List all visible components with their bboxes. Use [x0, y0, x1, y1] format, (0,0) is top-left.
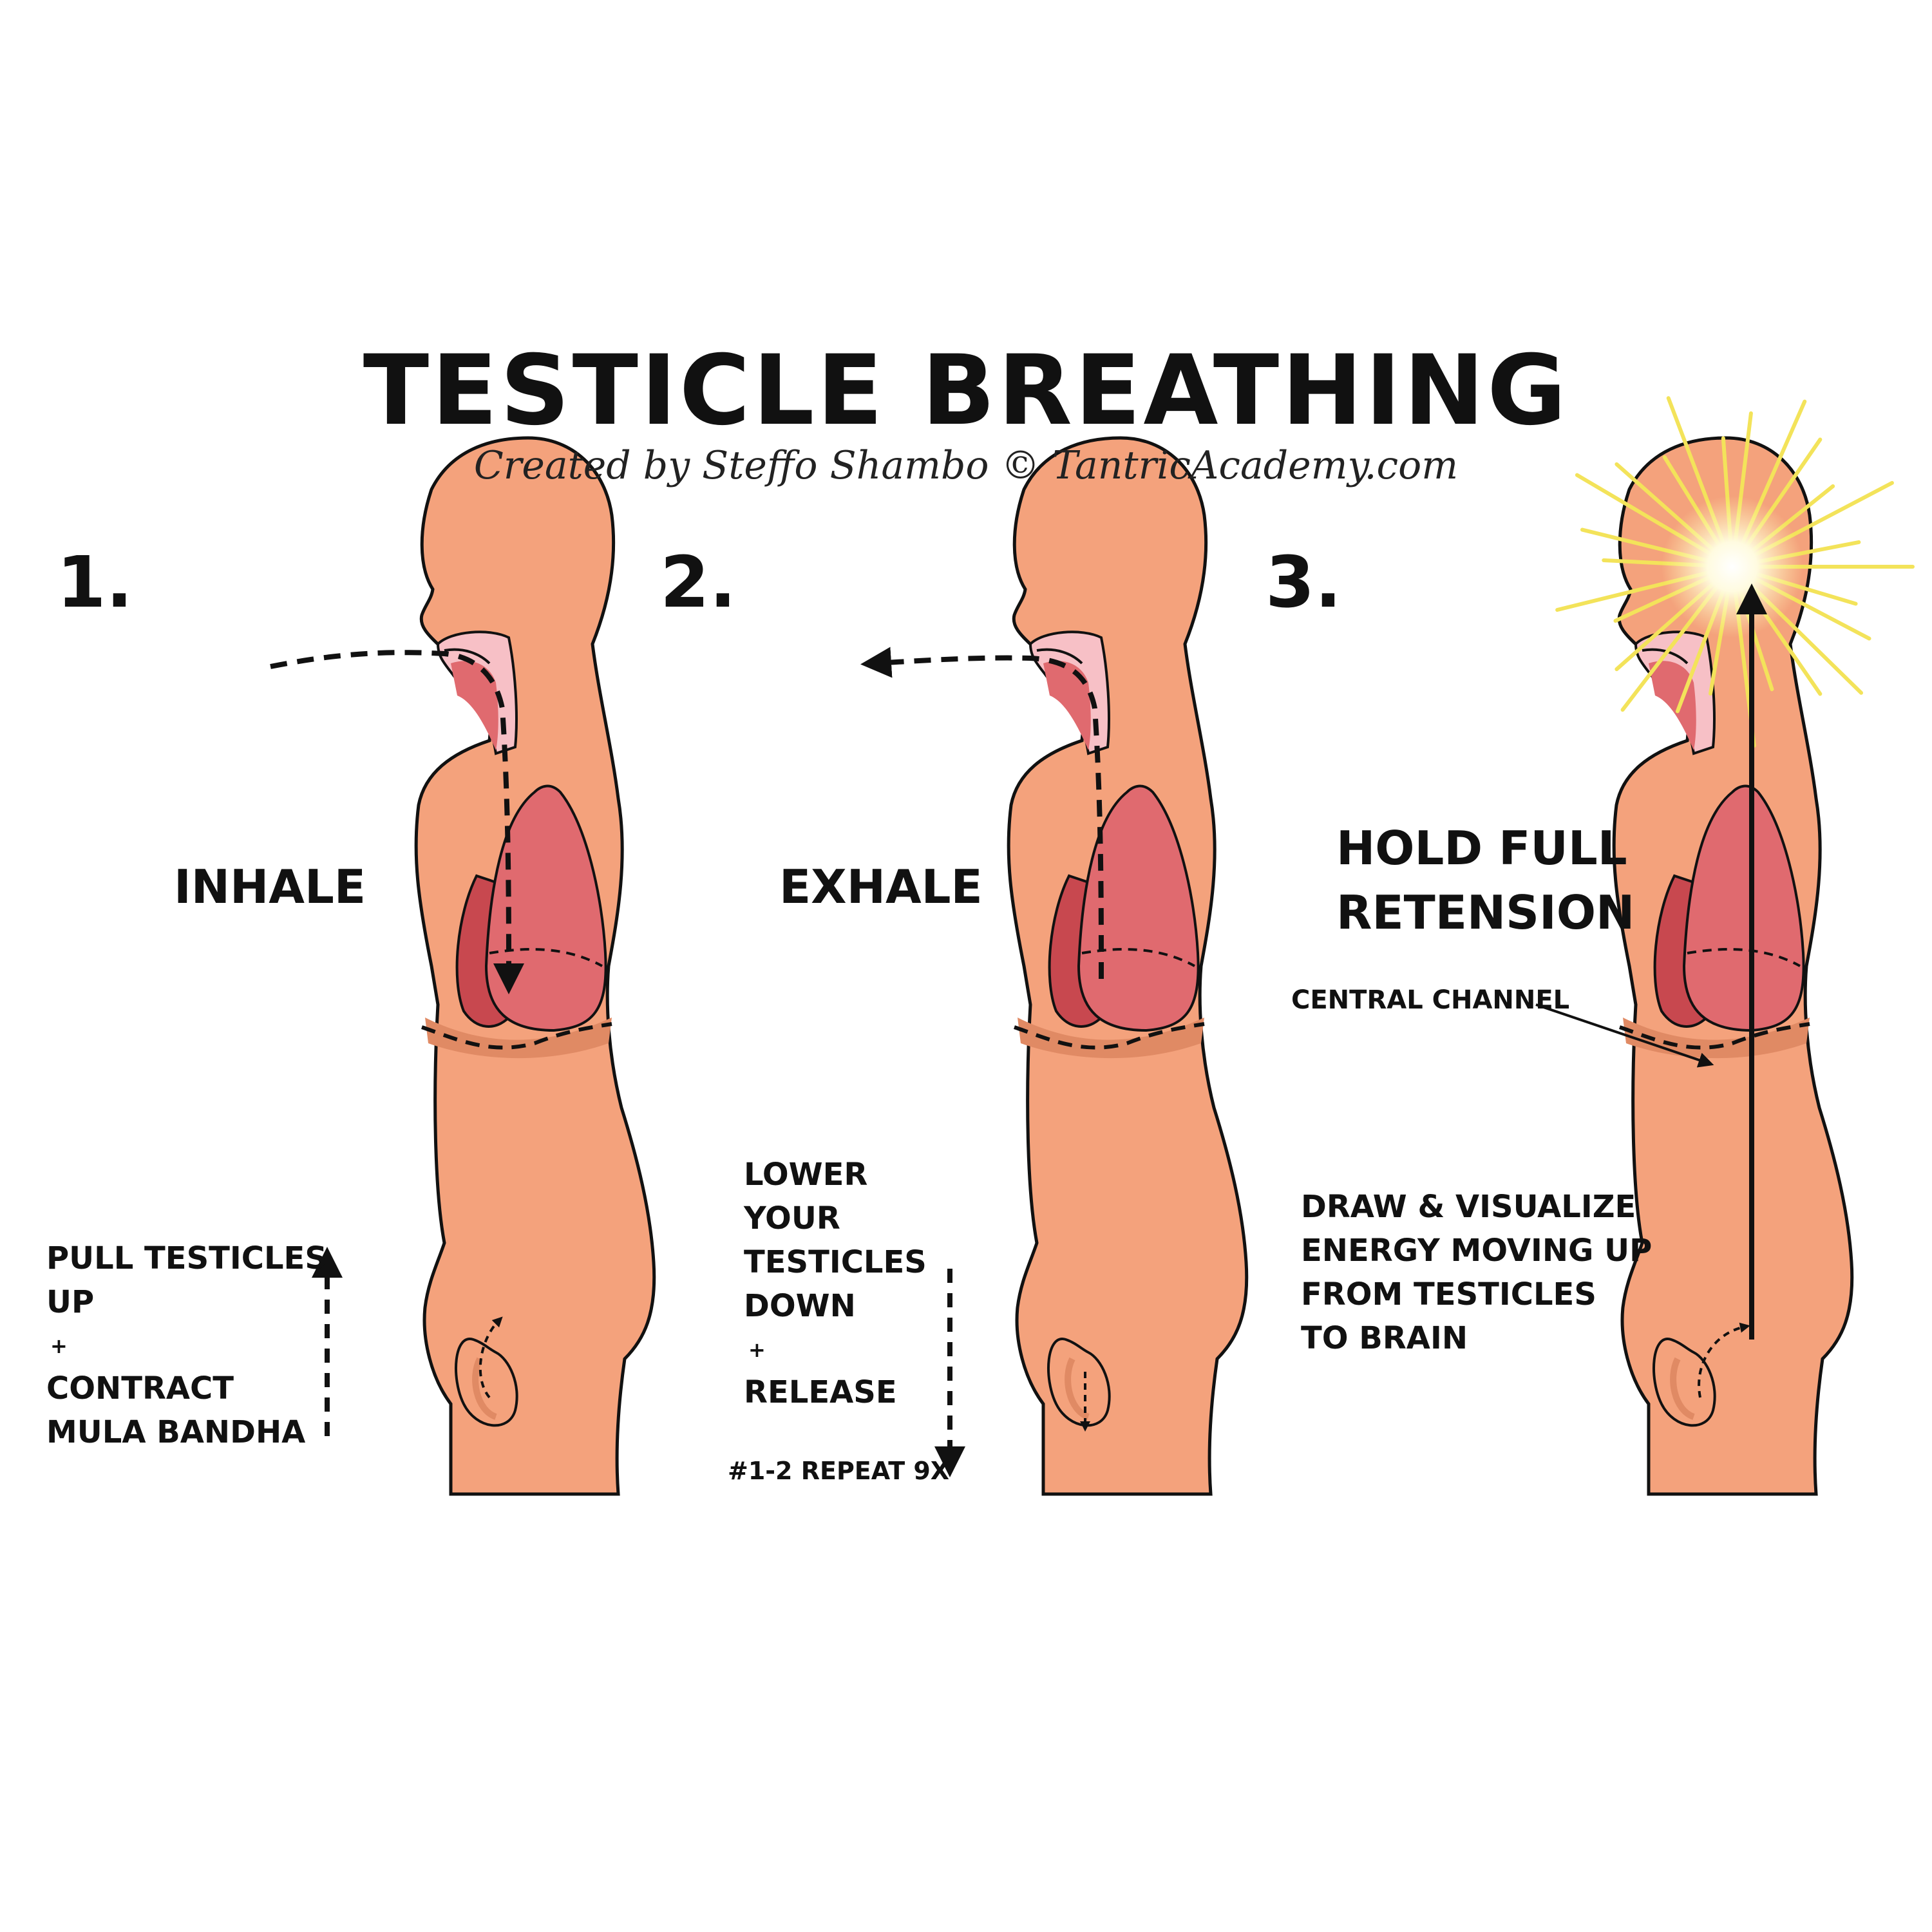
step-2-number: 2. — [660, 541, 737, 623]
step-2-instruction-line: LOWER — [744, 1157, 868, 1193]
step-3-label-line: HOLD FULL — [1336, 821, 1627, 875]
step-1-instruction-line: MULA BANDHA — [46, 1414, 306, 1450]
step-3-number: 3. — [1265, 541, 1342, 623]
step-2-plus: + — [748, 1338, 766, 1362]
inhale-breath-arrow — [270, 650, 524, 994]
central-channel-label: CENTRAL CHANNEL — [1291, 985, 1570, 1015]
figure-retention — [1535, 396, 1915, 1494]
repeat-note: #1-2 REPEAT 9X — [728, 1457, 950, 1485]
step-2-instruction-line: RELEASE — [744, 1374, 897, 1410]
step-2-instruction-line: YOUR — [744, 1200, 840, 1236]
step-3-instruction-line: DRAW & VISUALIZE — [1301, 1189, 1636, 1225]
testicle-up-arrow-3 — [1698, 1322, 1750, 1398]
step-2-instruction-line: DOWN — [744, 1288, 856, 1324]
step-2-instruction-line: TESTICLES — [744, 1244, 927, 1280]
step-1-instruction-line: CONTRACT — [46, 1370, 234, 1406]
step-3-instruction-line: FROM TESTICLES — [1301, 1276, 1596, 1312]
step-3-instruction-line: TO BRAIN — [1301, 1320, 1468, 1356]
figure-exhale — [860, 438, 1247, 1494]
step-1-plus: + — [50, 1334, 68, 1358]
step-1-instruction-line: PULL TESTICLES — [46, 1240, 327, 1276]
step-1-instruction-line: UP — [46, 1284, 95, 1320]
figure-inhale — [270, 438, 654, 1494]
page-subtitle: Created by Steffo Shambo © TantricAcadem… — [473, 443, 1459, 488]
callout-pointer — [1535, 1003, 1714, 1068]
energy-burst — [1555, 396, 1915, 748]
exhale-breath-arrow — [860, 647, 1104, 980]
page-title: TESTICLE BREATHING — [363, 335, 1569, 447]
step-3-label-line: RETENSION — [1336, 886, 1635, 940]
step-1-number: 1. — [57, 541, 133, 623]
step-3-instruction-line: ENERGY MOVING UP — [1301, 1233, 1653, 1269]
step-1-label: INHALE — [174, 860, 366, 914]
testicle-up-arrow-1 — [478, 1316, 503, 1399]
step-2-label: EXHALE — [779, 860, 983, 914]
